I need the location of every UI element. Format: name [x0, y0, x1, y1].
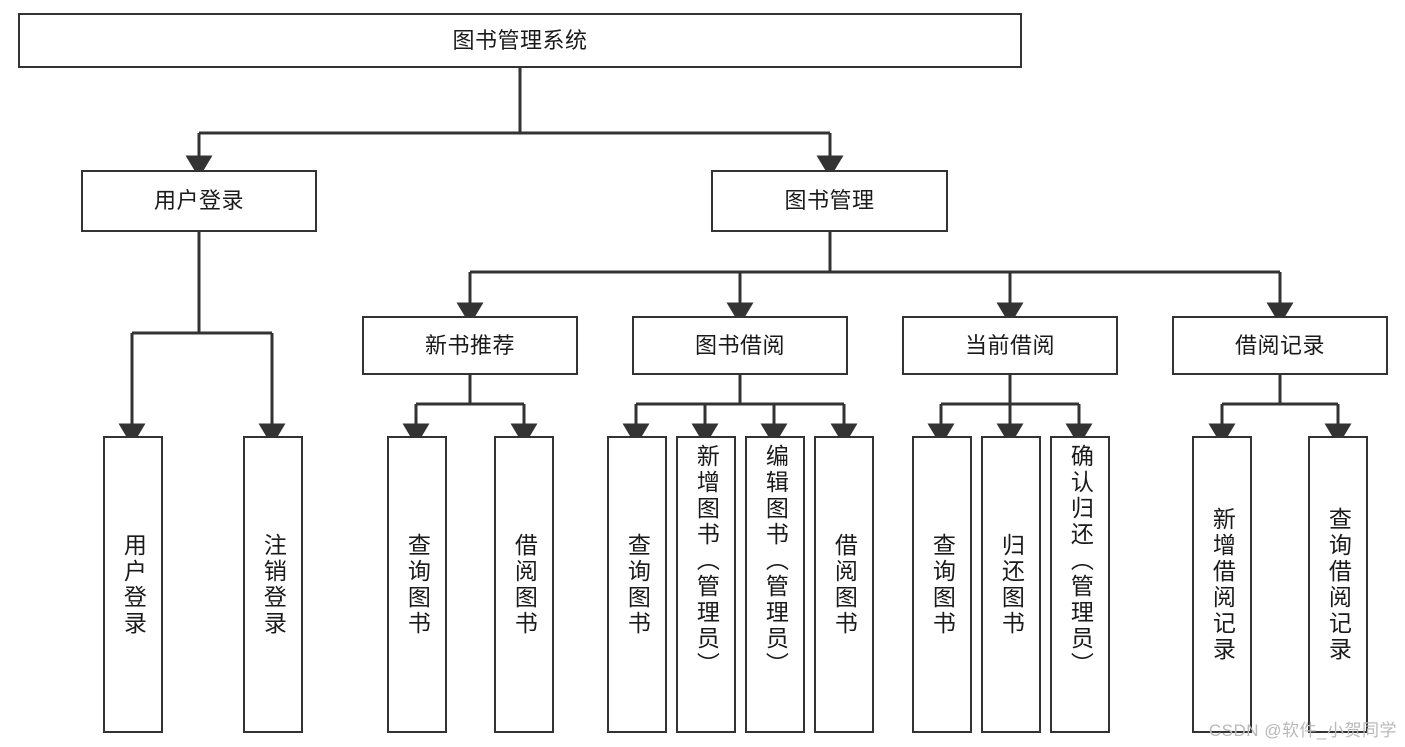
node-label: 借阅图书	[831, 532, 858, 637]
node-label: 图书管理	[784, 188, 875, 213]
node-new-book-recommend[interactable]: 新书推荐	[362, 316, 578, 375]
leaf-user-logout[interactable]: 注销登录	[243, 436, 303, 733]
node-label: 图书借阅	[694, 332, 785, 358]
node-label: 新增图书（管理员）	[693, 444, 720, 678]
leaf-borrow-book-recommend[interactable]: 借阅图书	[494, 436, 554, 733]
node-label: 查询图书	[404, 532, 431, 637]
node-label: 查询图书	[929, 532, 956, 637]
csdn-watermark: CSDN @软件_小贺同学	[1208, 721, 1397, 740]
node-label: 当前借阅	[964, 332, 1055, 358]
node-label: 确认归还（管理员）	[1067, 444, 1094, 678]
node-user-login[interactable]: 用户登录	[81, 170, 317, 232]
node-current-borrow[interactable]: 当前借阅	[902, 316, 1118, 375]
node-label: 查询借阅记录	[1325, 506, 1352, 663]
node-label: 用户登录	[153, 188, 244, 213]
node-label: 图书管理系统	[452, 27, 588, 53]
node-label: 归还图书	[998, 532, 1025, 637]
node-label: 用户登录	[120, 532, 147, 637]
node-label: 借阅记录	[1234, 332, 1325, 358]
node-label: 借阅图书	[511, 532, 538, 637]
leaf-confirm-return-admin[interactable]: 确认归还（管理员）	[1050, 436, 1110, 733]
leaf-add-borrow-record[interactable]: 新增借阅记录	[1192, 436, 1252, 733]
leaf-return-book[interactable]: 归还图书	[981, 436, 1041, 733]
leaf-add-book-admin[interactable]: 新增图书（管理员）	[676, 436, 736, 733]
leaf-edit-book-admin[interactable]: 编辑图书（管理员）	[745, 436, 805, 733]
node-book-management[interactable]: 图书管理	[711, 170, 948, 232]
leaf-query-book-current[interactable]: 查询图书	[912, 436, 972, 733]
leaf-query-borrow-record[interactable]: 查询借阅记录	[1308, 436, 1368, 733]
node-label: 新增借阅记录	[1209, 506, 1236, 663]
node-borrow-record[interactable]: 借阅记录	[1172, 316, 1388, 375]
leaf-query-book-recommend[interactable]: 查询图书	[387, 436, 447, 733]
node-root-book-management-system[interactable]: 图书管理系统	[18, 13, 1022, 68]
leaf-user-login[interactable]: 用户登录	[103, 436, 163, 733]
node-book-borrow[interactable]: 图书借阅	[632, 316, 848, 375]
node-label: 查询图书	[624, 532, 651, 637]
node-label: 注销登录	[260, 532, 287, 637]
node-label: 编辑图书（管理员）	[762, 444, 789, 678]
leaf-query-book-borrow[interactable]: 查询图书	[607, 436, 667, 733]
node-label: 新书推荐	[424, 332, 515, 358]
leaf-borrow-book[interactable]: 借阅图书	[814, 436, 874, 733]
